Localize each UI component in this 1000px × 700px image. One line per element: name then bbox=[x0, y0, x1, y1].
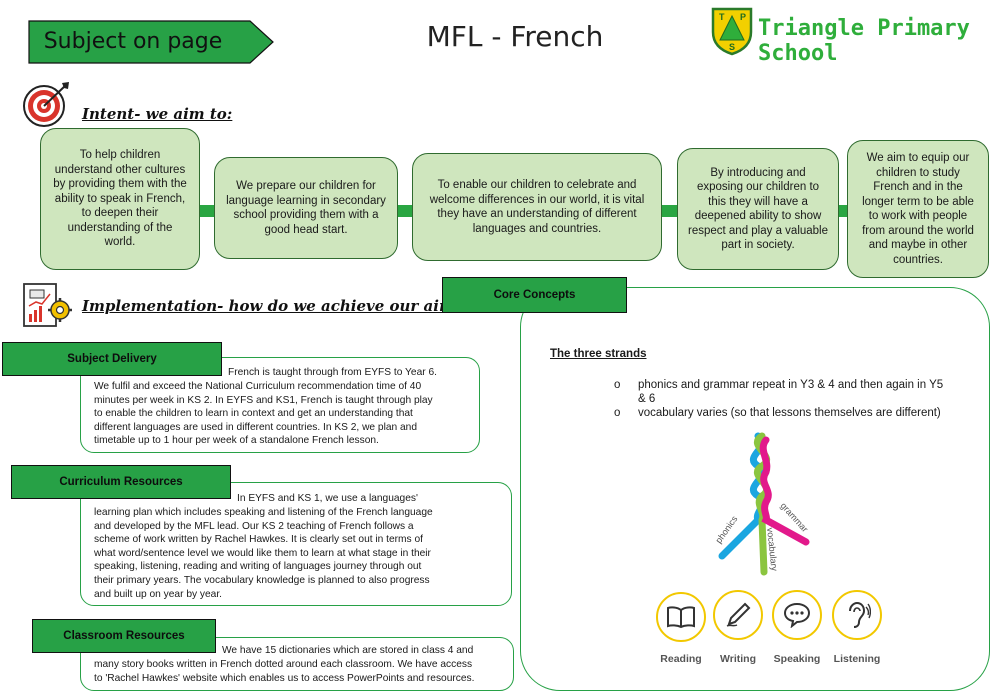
classroom-resources-text: many story books written in French dotte… bbox=[94, 659, 475, 684]
strand-bullet-1: phonics and grammar repeat in Y3 & 4 and… bbox=[638, 379, 944, 405]
ear-icon bbox=[849, 601, 871, 628]
school-name: Triangle Primary School bbox=[758, 16, 970, 66]
intent-bubble-3: To enable our children to celebrate and … bbox=[412, 153, 662, 261]
intent-bubble-2: We prepare our children for language lea… bbox=[214, 157, 398, 259]
curriculum-resources-text: learning plan which includes speaking an… bbox=[94, 507, 433, 600]
skill-label-writing: Writing bbox=[720, 653, 756, 665]
book-icon bbox=[667, 606, 695, 629]
speech-bubble-icon bbox=[783, 602, 811, 628]
bullet-marker-1: o bbox=[614, 379, 621, 391]
pen-icon bbox=[726, 602, 751, 627]
bullet-marker-2: o bbox=[614, 407, 621, 419]
core-concepts-tab: Core Concepts bbox=[442, 277, 627, 313]
intent-bubble-5: We aim to equip our children to study Fr… bbox=[847, 140, 989, 278]
subject-delivery-text: We fulfil and exceed the National Curric… bbox=[94, 381, 433, 447]
skill-label-listening: Listening bbox=[833, 653, 881, 665]
intent-bubble-1: To help children understand other cultur… bbox=[40, 128, 200, 270]
analytics-gear-icon bbox=[23, 283, 72, 327]
intent-bubble-4: By introducing and exposing our children… bbox=[677, 148, 839, 270]
curriculum-resources-tab: Curriculum Resources bbox=[11, 465, 231, 499]
reading-skill-circle bbox=[656, 592, 706, 642]
three-strands-braid-illustration: phonics vocabulary grammar bbox=[713, 432, 810, 576]
three-strands-heading: The three strands bbox=[550, 348, 647, 360]
svg-text:T: T bbox=[719, 12, 725, 22]
writing-skill-circle bbox=[713, 590, 763, 640]
strand-bullet-2: vocabulary varies (so that lessons thems… bbox=[638, 407, 941, 419]
braid-label-vocabulary: vocabulary bbox=[765, 527, 780, 572]
intent-heading: Intent- we aim to: bbox=[82, 105, 233, 123]
subject-banner-shape bbox=[28, 20, 274, 64]
skill-label-reading: Reading bbox=[660, 653, 702, 665]
curriculum-resources-box bbox=[80, 482, 512, 606]
target-icon bbox=[23, 82, 69, 127]
svg-text:P: P bbox=[740, 12, 746, 22]
page-title: MFL - French bbox=[426, 20, 604, 53]
subject-banner-label: Subject on page bbox=[43, 29, 223, 54]
implementation-heading: Implementation- how do we achieve our ai… bbox=[82, 297, 473, 315]
speaking-skill-circle bbox=[772, 590, 822, 640]
svg-text:S: S bbox=[729, 42, 735, 52]
listening-skill-circle bbox=[832, 590, 882, 640]
subject-delivery-first-line: French is taught through from EYFS to Ye… bbox=[228, 367, 437, 378]
subject-delivery-tab: Subject Delivery bbox=[2, 342, 222, 376]
classroom-resources-tab: Classroom Resources bbox=[32, 619, 216, 653]
curriculum-resources-first-line: In EYFS and KS 1, we use a languages' bbox=[237, 493, 418, 504]
classroom-resources-first-line: We have 15 dictionaries which are stored… bbox=[222, 645, 474, 656]
skill-label-speaking: Speaking bbox=[773, 653, 821, 665]
school-crest-logo: T P S bbox=[711, 7, 753, 56]
